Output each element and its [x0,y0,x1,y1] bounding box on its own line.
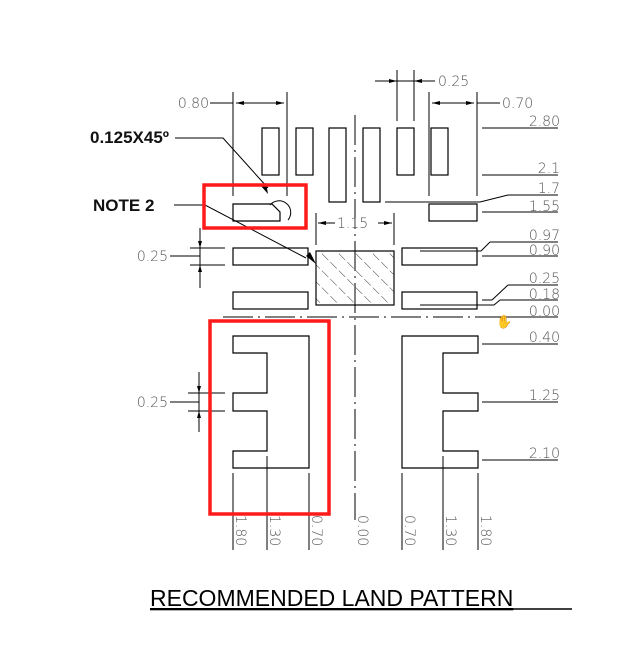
dim-pad-width-upper: 0.25 [137,249,168,265]
dim-bottom: 1.30 [442,515,458,546]
dim-pad-width-lower: 0.25 [137,395,168,411]
pad [261,127,280,176]
dim-1-55: 1.55 [529,199,560,215]
pad [401,291,478,310]
dim-pitch: 0.25 [438,74,469,90]
bottom-dimension-lines [232,456,479,550]
pad [428,203,478,222]
dim-bottom: 1.80 [477,515,493,546]
dim-0-00: 0.00 [529,304,560,320]
dim-0-90: 0.90 [529,243,560,259]
pad-e-right [401,335,479,469]
dim-center-width: 1.15 [337,216,368,232]
right-dimension-lines [420,127,558,461]
highlight-box-chamfer-pad [202,183,308,230]
dim-2-10: 2.10 [529,446,560,462]
pad [396,127,415,176]
dim-bottom: 0.70 [401,515,417,546]
pad-pin1-chamfer [232,203,281,222]
dim-1-25: 1.25 [529,388,560,404]
drawing-title: RECOMMENDED LAND PATTERN [150,585,513,611]
pad [362,127,381,203]
dim-0-18: 0.18 [529,287,560,303]
dim-0-97: 0.97 [529,228,560,244]
note-2: NOTE 2 [93,196,154,215]
dim-1-7: 1.7 [538,181,560,197]
pad [295,127,314,176]
dim-0-25: 0.25 [529,271,560,287]
top-pads [261,127,449,203]
dim-0-40: 0.40 [529,330,560,346]
pad-e-left [232,335,310,469]
pad [430,127,449,176]
pad [401,247,478,266]
dim-2-1: 2.1 [538,161,560,177]
dim-pad-length: 0.80 [178,96,209,112]
pad [232,291,309,310]
dim-2-80: 2.80 [529,114,560,130]
arrowheads [236,79,474,225]
chamfer-arc [269,200,292,221]
dim-right-length: 0.70 [502,96,533,112]
left-dimension-lines [170,228,225,432]
pad [328,127,347,203]
hand-cursor-icon: ✋ [496,314,512,330]
note-leaders [174,137,307,259]
highlight-box-e-pad [208,319,331,516]
pad [232,247,309,266]
dim-bottom: 1.30 [266,515,282,546]
dim-bottom: 0.00 [354,515,370,546]
dim-bottom: 1.80 [232,515,248,546]
leader-arrow [306,252,316,264]
dim-bottom: 0.70 [308,515,324,546]
note-chamfer: 0.125X45º [90,128,169,147]
